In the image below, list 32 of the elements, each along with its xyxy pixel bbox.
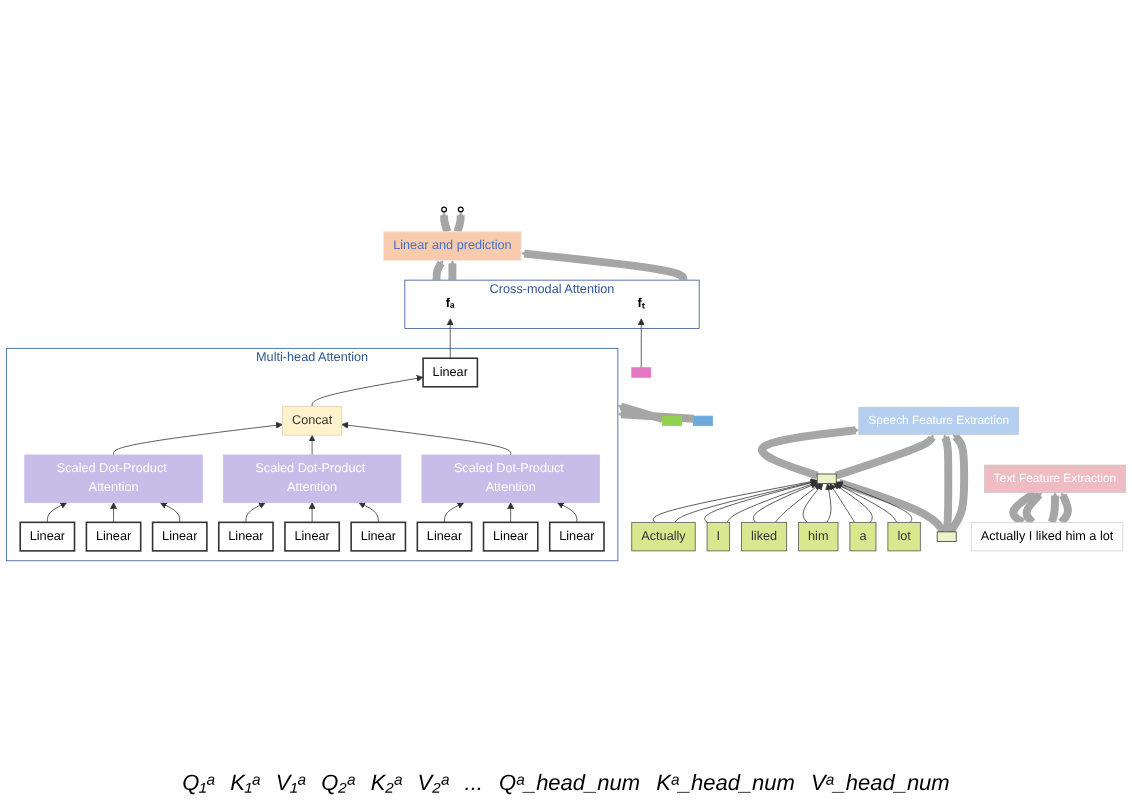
math-label: Q₁ᵃ (182, 772, 215, 796)
arrow (520, 249, 688, 283)
arrow (432, 260, 445, 283)
arrow (617, 410, 694, 423)
arrow (440, 211, 452, 235)
arrow (617, 402, 664, 423)
math-label: V₁ᵃ (275, 772, 306, 796)
math-label: ... (464, 772, 483, 796)
arrow (941, 434, 953, 533)
math-label: Qᵃ_head_num (498, 772, 641, 796)
arrow (946, 433, 969, 535)
arrow (758, 426, 860, 480)
math-label: K₂ᵃ (370, 772, 402, 796)
math-label: Q₂ᵃ (321, 772, 355, 796)
arrow (453, 211, 465, 235)
math-label: K₁ᵃ (230, 772, 260, 796)
node-box (816, 473, 837, 484)
node-circle (457, 206, 464, 213)
node-bar (631, 367, 652, 378)
arrow (1009, 490, 1036, 526)
node-bar (693, 415, 713, 426)
arrow (448, 260, 457, 283)
arrow (1048, 492, 1059, 525)
arrow (1022, 491, 1043, 526)
math-label: Kᵃ_head_num (656, 772, 795, 796)
node-box (936, 531, 957, 542)
arrow (1058, 492, 1072, 526)
node-bar (662, 415, 682, 426)
node-circle (441, 206, 448, 213)
math-label: V₂ᵃ (417, 772, 449, 796)
math-label: Vᵃ_head_num (810, 772, 950, 796)
arrow (834, 434, 936, 480)
